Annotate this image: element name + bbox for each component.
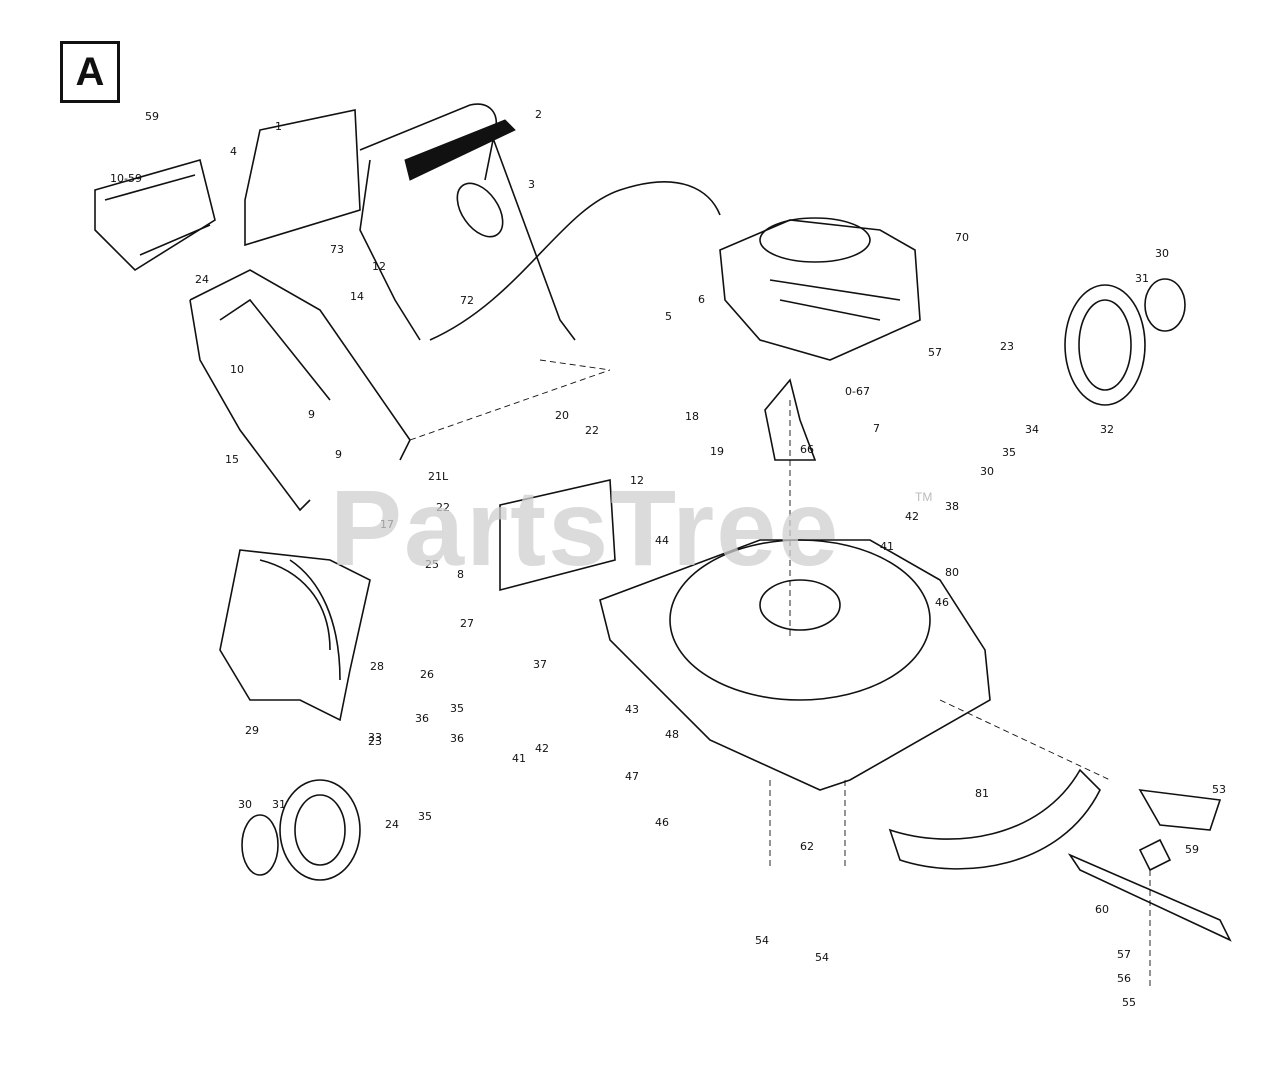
callout: 30 (1155, 247, 1169, 260)
callout: 29 (245, 724, 259, 737)
callout: 56 (1117, 972, 1131, 985)
callout: 8 (457, 568, 464, 581)
callout: 53 (1212, 783, 1226, 796)
callout: 12 (630, 474, 644, 487)
callout: 12 (372, 260, 386, 273)
callout: 31 (1135, 272, 1149, 285)
callout: 6 (698, 293, 705, 306)
rear-wheel (1064, 278, 1186, 406)
rear-deflector (499, 479, 616, 592)
callout: 36 (450, 732, 464, 745)
lower-handle (189, 269, 411, 512)
callout-labels: 59 10-59 4 24 1 2 3 70 30 31 73 12 14 72… (110, 108, 1226, 1009)
callout: 55 (1122, 996, 1136, 1009)
callout: 0-67 (845, 385, 870, 398)
callout: 66 (800, 443, 814, 456)
callout: 35 (450, 702, 464, 715)
callout: 36 (415, 712, 429, 725)
callout: 2 (535, 108, 542, 121)
callout: 34 (1025, 423, 1039, 436)
callout: 24 (195, 273, 209, 286)
callout: 62 (800, 840, 814, 853)
callout: 28 (370, 660, 384, 673)
callout: 35 (1002, 446, 1016, 459)
callout: 23 (1000, 340, 1014, 353)
callout: 80 (945, 566, 959, 579)
callout: 4 (230, 145, 237, 158)
callout: 46 (655, 816, 669, 829)
callout: 9 (335, 448, 342, 461)
front-wheel (241, 779, 361, 881)
callout: 81 (975, 787, 989, 800)
callout: 48 (665, 728, 679, 741)
callout: 59 (145, 110, 159, 123)
cover-plate (244, 109, 361, 247)
callout: 72 (460, 294, 474, 307)
callout: 24 (385, 818, 399, 831)
callout: 15 (225, 453, 239, 466)
callout: 18 (685, 410, 699, 423)
callout: 22 (436, 501, 450, 514)
engine (719, 217, 921, 461)
callout: 23 (368, 735, 382, 748)
callout: 70 (955, 231, 969, 244)
callout: 22 (585, 424, 599, 437)
control-cable (429, 181, 721, 341)
callout: 10-59 (110, 172, 142, 185)
callout: 41 (512, 752, 526, 765)
callout: 59 (1185, 843, 1199, 856)
callout: 17 (380, 518, 394, 531)
callout: 73 (330, 243, 344, 256)
callout: 32 (1100, 423, 1114, 436)
callout: 31 (272, 798, 286, 811)
callout: 37 (533, 658, 547, 671)
callout: 9 (308, 408, 315, 421)
upper-handle (359, 103, 576, 341)
callout: 46 (935, 596, 949, 609)
callout: 19 (710, 445, 724, 458)
callout: 1 (275, 120, 282, 133)
callout: 25 (425, 558, 439, 571)
mulching-baffle (888, 768, 1101, 870)
callout: 30 (980, 465, 994, 478)
callout: 3 (528, 178, 535, 191)
callout: 42 (535, 742, 549, 755)
callout: 41 (880, 540, 894, 553)
callout: 43 (625, 703, 639, 716)
grass-catcher-bag (219, 549, 371, 722)
callout: 10 (230, 363, 244, 376)
callout: 54 (755, 934, 769, 947)
callout: 42 (905, 510, 919, 523)
blade-adapter (1138, 789, 1222, 872)
callout: 54 (815, 951, 829, 964)
callout: 60 (1095, 903, 1109, 916)
callout: 47 (625, 770, 639, 783)
callout: 20 (555, 409, 569, 422)
callout: 14 (350, 290, 364, 303)
callout: 21L (428, 470, 449, 483)
callout: 57 (928, 346, 942, 359)
callout: 27 (460, 617, 474, 630)
cutting-blade (1067, 853, 1232, 942)
callout: 26 (420, 668, 434, 681)
callout: 33 (368, 731, 382, 744)
callout: 38 (945, 500, 959, 513)
callout: 57 (1117, 948, 1131, 961)
discharge-chute (94, 159, 216, 272)
callout: 35 (418, 810, 432, 823)
callout: 44 (655, 534, 669, 547)
leader-lines (409, 359, 1151, 990)
mower-deck (599, 539, 991, 791)
trademark-mark: TM (915, 490, 933, 504)
callout: 30 (238, 798, 252, 811)
callout: 7 (873, 422, 880, 435)
callout: 5 (665, 310, 672, 323)
section-label: A (60, 41, 120, 103)
